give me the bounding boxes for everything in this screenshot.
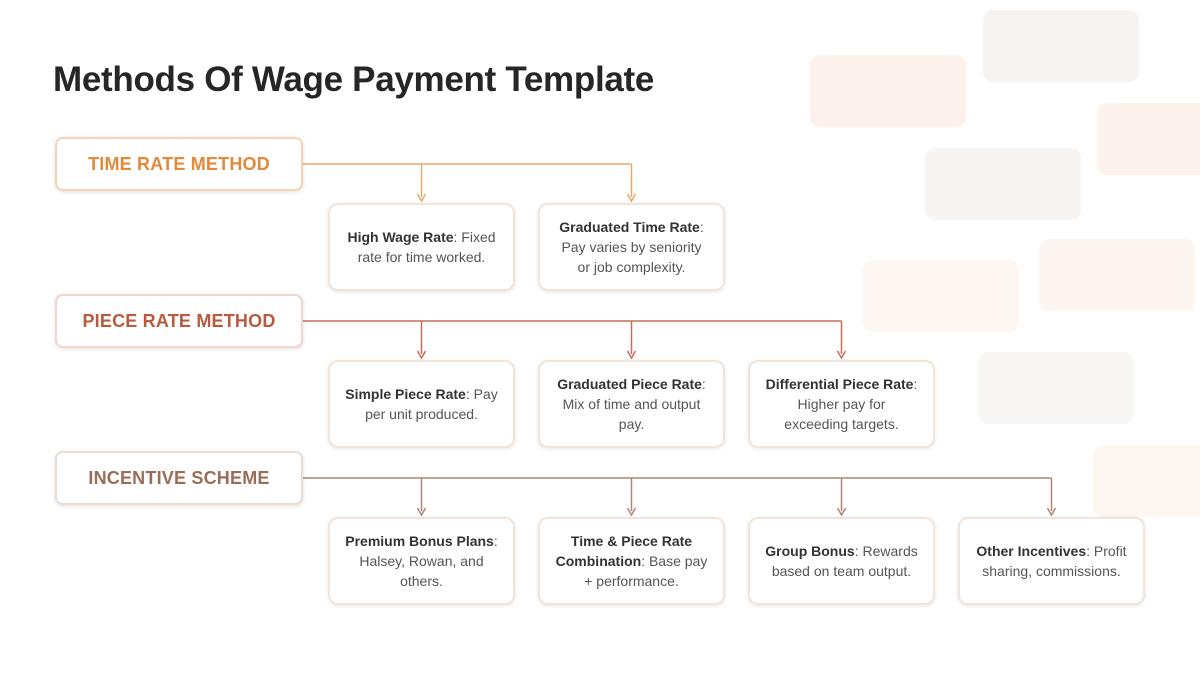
method-item-name: Differential Piece Rate [765,376,914,392]
decor-tile [925,148,1081,220]
arrow-down-icon [626,507,637,517]
method-item-name: Other Incentives [976,543,1087,559]
method-item-separator: : [701,376,706,392]
method-item-card: Graduated Time Rate: Pay varies by senio… [538,203,725,291]
decor-tile [978,352,1134,424]
method-item-text: Graduated Time Rate: Pay varies by senio… [554,217,709,277]
method-item-desc: Halsey, Rowan, and others. [359,553,484,589]
method-item-name: Group Bonus [765,543,855,559]
method-item-desc: Profit sharing, commissions. [982,543,1127,579]
method-item-separator: : [465,386,470,402]
method-item-name: High Wage Rate [347,229,454,245]
decor-tile [1093,445,1200,517]
decor-tile [1039,239,1195,311]
method-item-text: Other Incentives: Profit sharing, commis… [974,541,1129,581]
arrow-down-icon [416,193,427,203]
arrow-down-icon [416,350,427,360]
method-item-text: Group Bonus: Rewards based on team outpu… [764,541,919,581]
arrow-down-icon [836,507,847,517]
arrow-down-icon [836,350,847,360]
method-item-separator: : [699,219,704,235]
method-item-card: Premium Bonus Plans: Halsey, Rowan, and … [328,517,515,605]
method-item-desc: Base pay + performance. [584,553,708,589]
method-box-piece: PIECE RATE METHOD [55,294,303,348]
method-box-incentive: INCENTIVE SCHEME [55,451,303,505]
method-item-desc: Mix of time and output pay. [562,396,701,432]
method-item-separator: : [1086,543,1090,559]
decor-tile [983,10,1139,82]
method-item-text: Graduated Piece Rate: Mix of time and ou… [554,374,709,434]
method-item-desc: Higher pay for exceeding targets. [784,396,899,432]
method-item-text: Differential Piece Rate: Higher pay for … [764,374,919,434]
method-item-card: Graduated Piece Rate: Mix of time and ou… [538,360,725,448]
method-box-time: TIME RATE METHOD [55,137,303,191]
page-title: Methods Of Wage Payment Template [53,60,655,99]
method-item-desc: Pay varies by seniority or job complexit… [561,239,702,275]
decor-tile [863,260,1019,332]
method-label: INCENTIVE SCHEME [88,467,270,488]
method-item-card: High Wage Rate: Fixed rate for time work… [328,203,515,291]
arrow-down-icon [416,507,427,517]
method-item-text: Time & Piece Rate Combination: Base pay … [554,531,709,591]
method-item-text: Simple Piece Rate: Pay per unit produced… [344,384,499,424]
method-item-desc: Rewards based on team output. [771,543,918,579]
method-label: PIECE RATE METHOD [82,310,276,331]
method-item-separator: : [641,553,646,569]
method-item-separator: : [493,533,498,549]
arrow-down-icon [1046,507,1057,517]
method-item-card: Simple Piece Rate: Pay per unit produced… [328,360,515,448]
method-item-desc: Pay per unit produced. [365,386,498,422]
method-item-card: Time & Piece Rate Combination: Base pay … [538,517,725,605]
method-item-card: Differential Piece Rate: Higher pay for … [748,360,935,448]
decor-tile [1097,103,1200,175]
arrow-down-icon [626,350,637,360]
method-item-separator: : [453,229,458,245]
method-item-name: Graduated Piece Rate [557,376,702,392]
method-item-separator: : [854,543,859,559]
method-item-text: Premium Bonus Plans: Halsey, Rowan, and … [344,531,499,591]
method-item-name: Simple Piece Rate [345,386,466,402]
method-item-name: Time & Piece Rate Combination [555,533,693,569]
method-item-separator: : [913,376,918,392]
method-label: TIME RATE METHOD [88,153,270,174]
method-item-name: Graduated Time Rate [559,219,700,235]
decor-tile [810,55,966,127]
method-item-card: Other Incentives: Profit sharing, commis… [958,517,1145,605]
method-item-card: Group Bonus: Rewards based on team outpu… [748,517,935,605]
method-item-desc: Fixed rate for time worked. [357,229,496,265]
arrow-down-icon [626,193,637,203]
method-item-text: High Wage Rate: Fixed rate for time work… [344,227,499,267]
method-item-name: Premium Bonus Plans [345,533,494,549]
